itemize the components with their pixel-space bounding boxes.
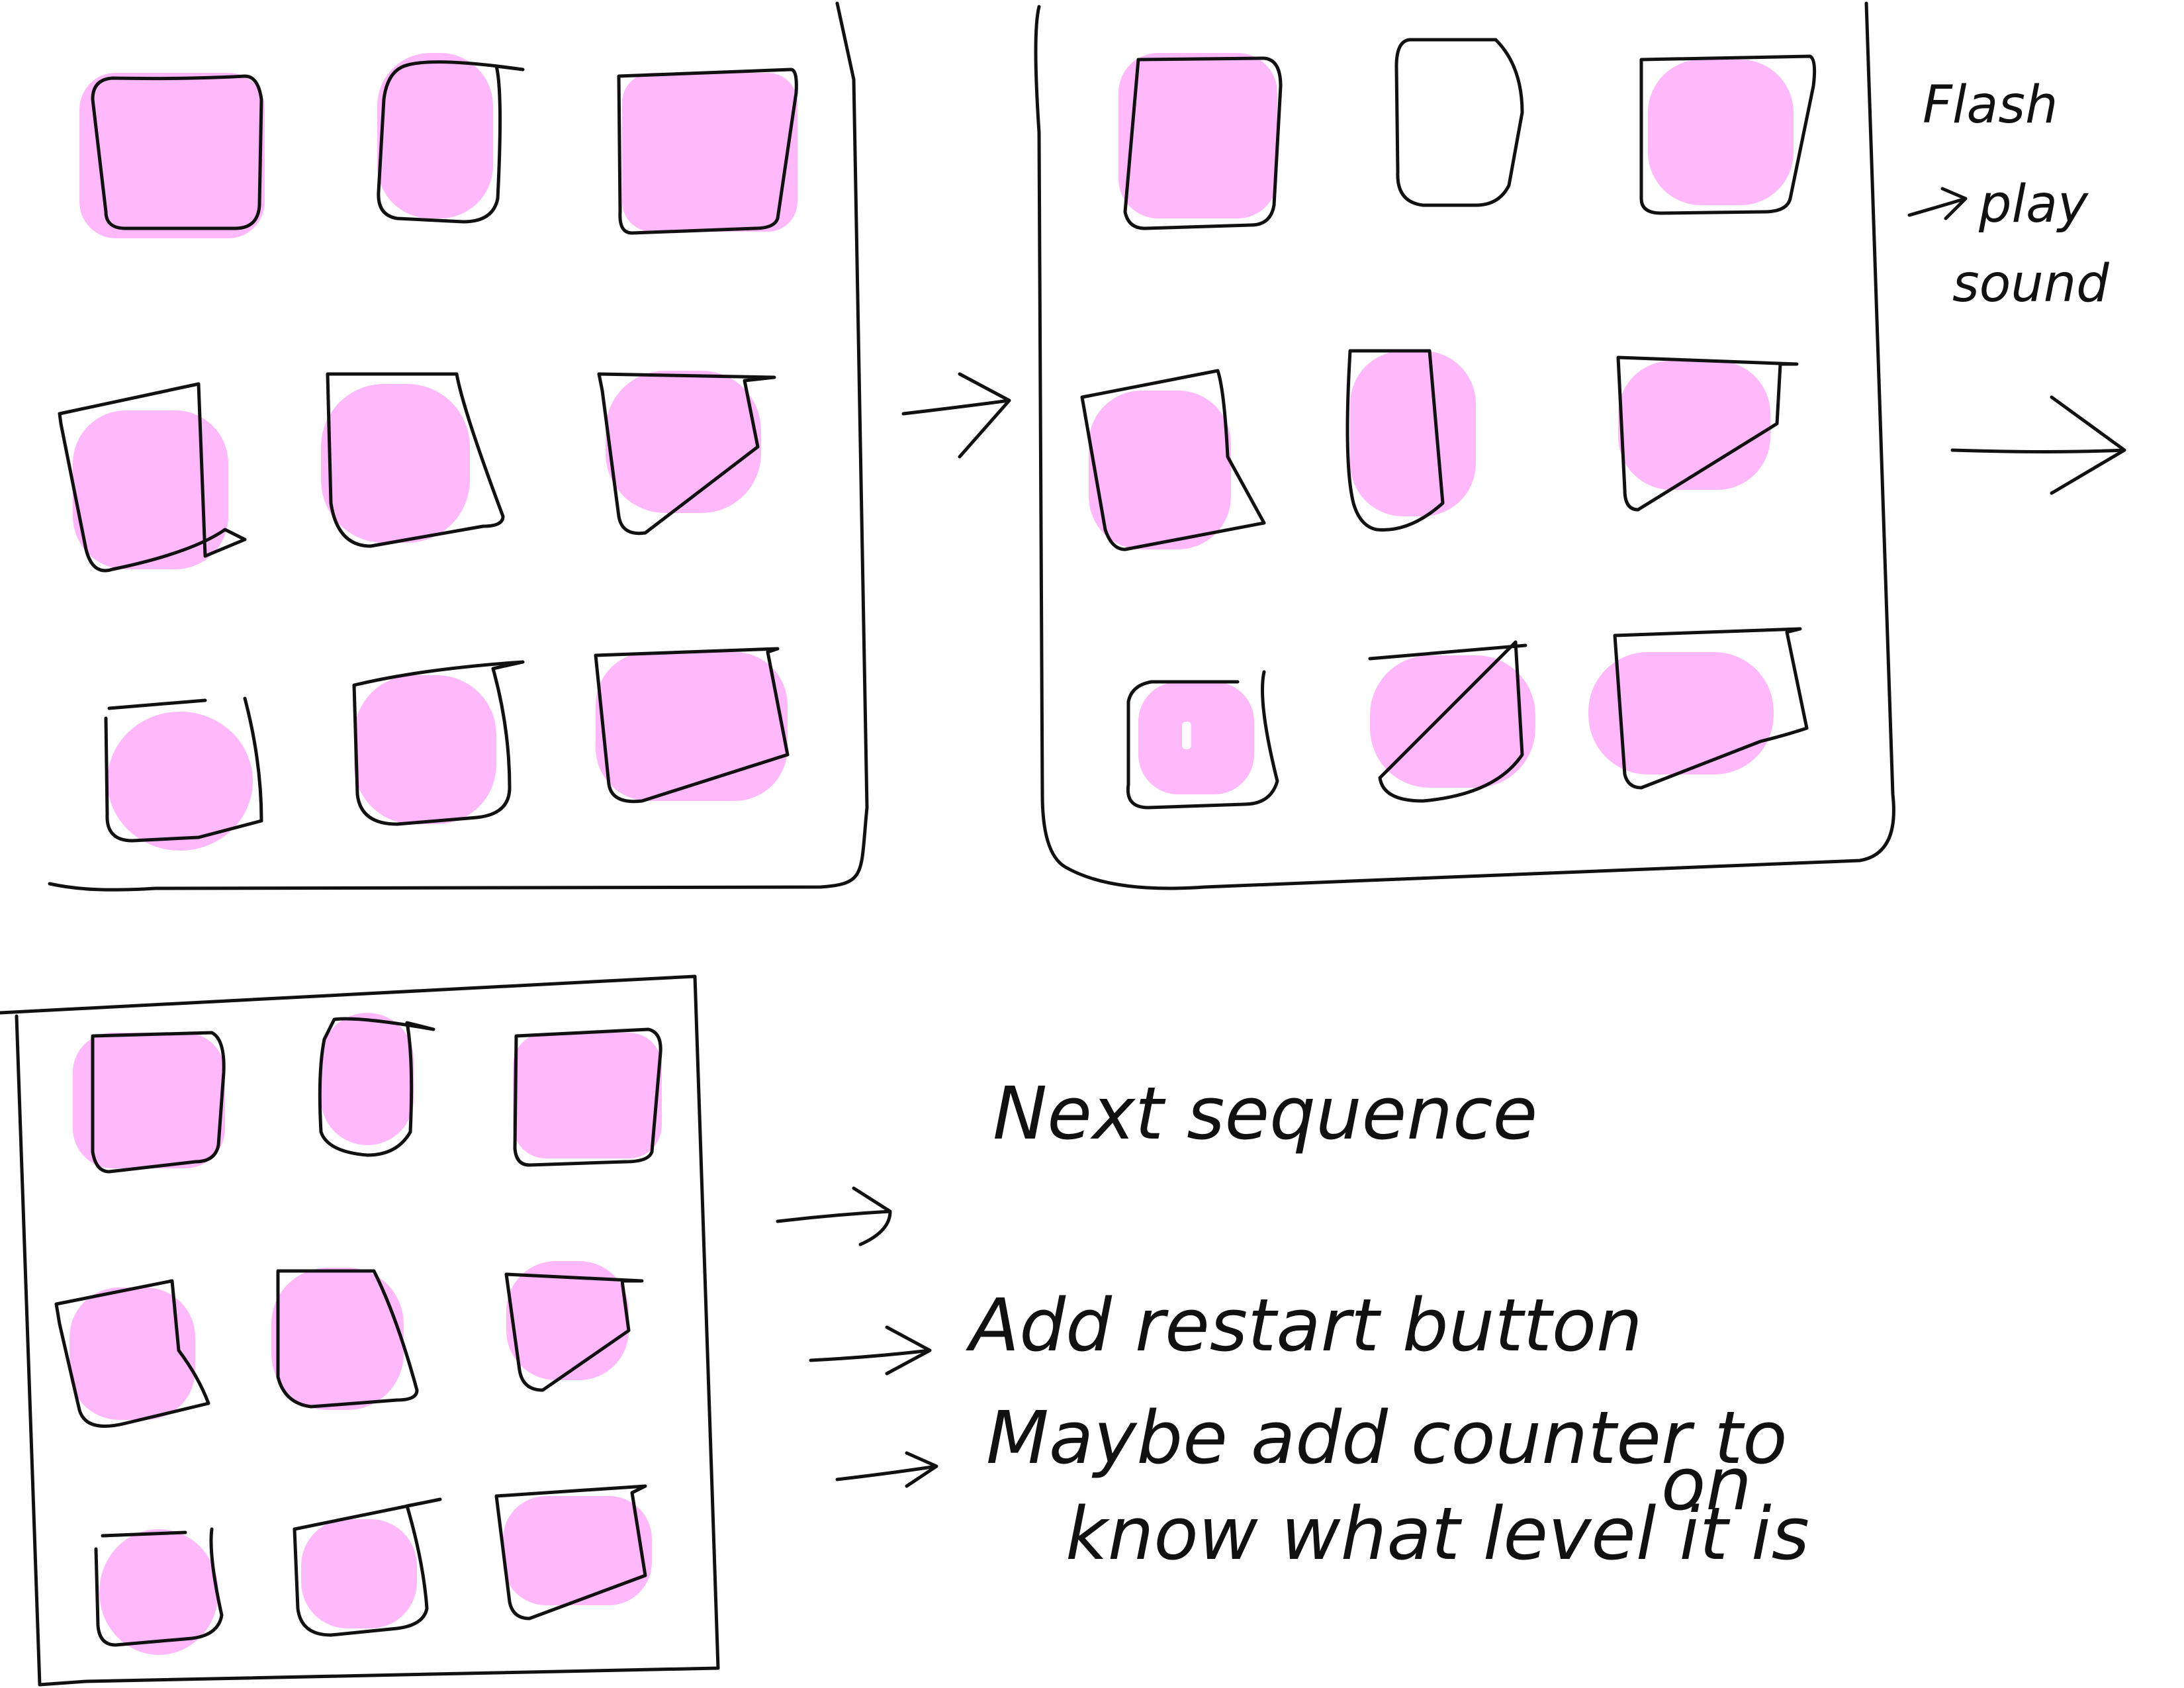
game-tile[interactable] xyxy=(321,372,505,548)
arrow-right-icon xyxy=(835,1451,938,1488)
arrow-right-icon xyxy=(1950,395,2126,495)
game-tile[interactable] xyxy=(58,382,247,573)
game-tile xyxy=(1394,38,1524,207)
game-tile[interactable] xyxy=(1080,369,1266,551)
counter-note-line-2: know what level it is xyxy=(1066,1491,1809,1576)
game-tile[interactable] xyxy=(271,1268,419,1410)
game-tile[interactable] xyxy=(1118,53,1283,230)
game-tile[interactable] xyxy=(594,647,790,804)
game-tile[interactable] xyxy=(1588,627,1809,790)
game-tile[interactable] xyxy=(1126,670,1279,810)
game-tile[interactable] xyxy=(597,371,776,536)
flash-note-line-2: play xyxy=(1978,175,2089,234)
game-tile[interactable] xyxy=(1368,640,1535,803)
flash-note-line-1: Flash xyxy=(1923,75,2058,135)
game-tile[interactable] xyxy=(73,1031,226,1174)
tile-grid xyxy=(58,53,798,851)
game-tile[interactable] xyxy=(1345,349,1476,532)
game-tile[interactable] xyxy=(54,1279,210,1428)
game-tile[interactable] xyxy=(1639,54,1817,215)
restart-note-text: Add restart button xyxy=(966,1283,1643,1368)
counter-note: Maybe add counter to know what level it … xyxy=(835,1395,1809,1576)
game-tile[interactable] xyxy=(79,73,265,238)
arrow-right-icon xyxy=(809,1325,932,1376)
game-tile[interactable] xyxy=(513,1027,662,1167)
flash-note: Flash play sound xyxy=(1907,75,2109,314)
tile-grid[interactable] xyxy=(54,1013,662,1655)
game-tile[interactable] xyxy=(352,660,525,826)
counter-note-line-1: Maybe add counter to xyxy=(986,1395,1788,1480)
arrow-right-icon xyxy=(1907,187,1968,220)
game-tile[interactable] xyxy=(293,1497,442,1637)
game-tile[interactable] xyxy=(94,1527,224,1655)
tile-grid[interactable] xyxy=(1080,38,1817,810)
next-sequence-text: Next sequence xyxy=(993,1071,1537,1156)
game-tile[interactable] xyxy=(1616,355,1799,512)
game-board-panel-1 xyxy=(48,1,869,892)
flash-note-line-3: sound xyxy=(1952,254,2109,314)
restart-note: Add restart button xyxy=(776,1186,1643,1376)
game-tile[interactable] xyxy=(377,53,525,224)
game-tile[interactable] xyxy=(504,1261,644,1392)
next-sequence-note: Next sequence xyxy=(993,1071,1537,1156)
game-tile[interactable] xyxy=(617,68,798,235)
counter-note-line-3: on xyxy=(1661,1442,1752,1526)
arrow-right-icon xyxy=(776,1186,892,1246)
game-board-panel-3 xyxy=(0,974,720,1687)
game-tile[interactable] xyxy=(318,1013,435,1157)
game-board-panel-2 xyxy=(1034,1,1895,890)
arrow-right-icon xyxy=(901,372,1011,459)
game-tile[interactable] xyxy=(104,696,263,851)
game-tile[interactable] xyxy=(494,1484,652,1620)
